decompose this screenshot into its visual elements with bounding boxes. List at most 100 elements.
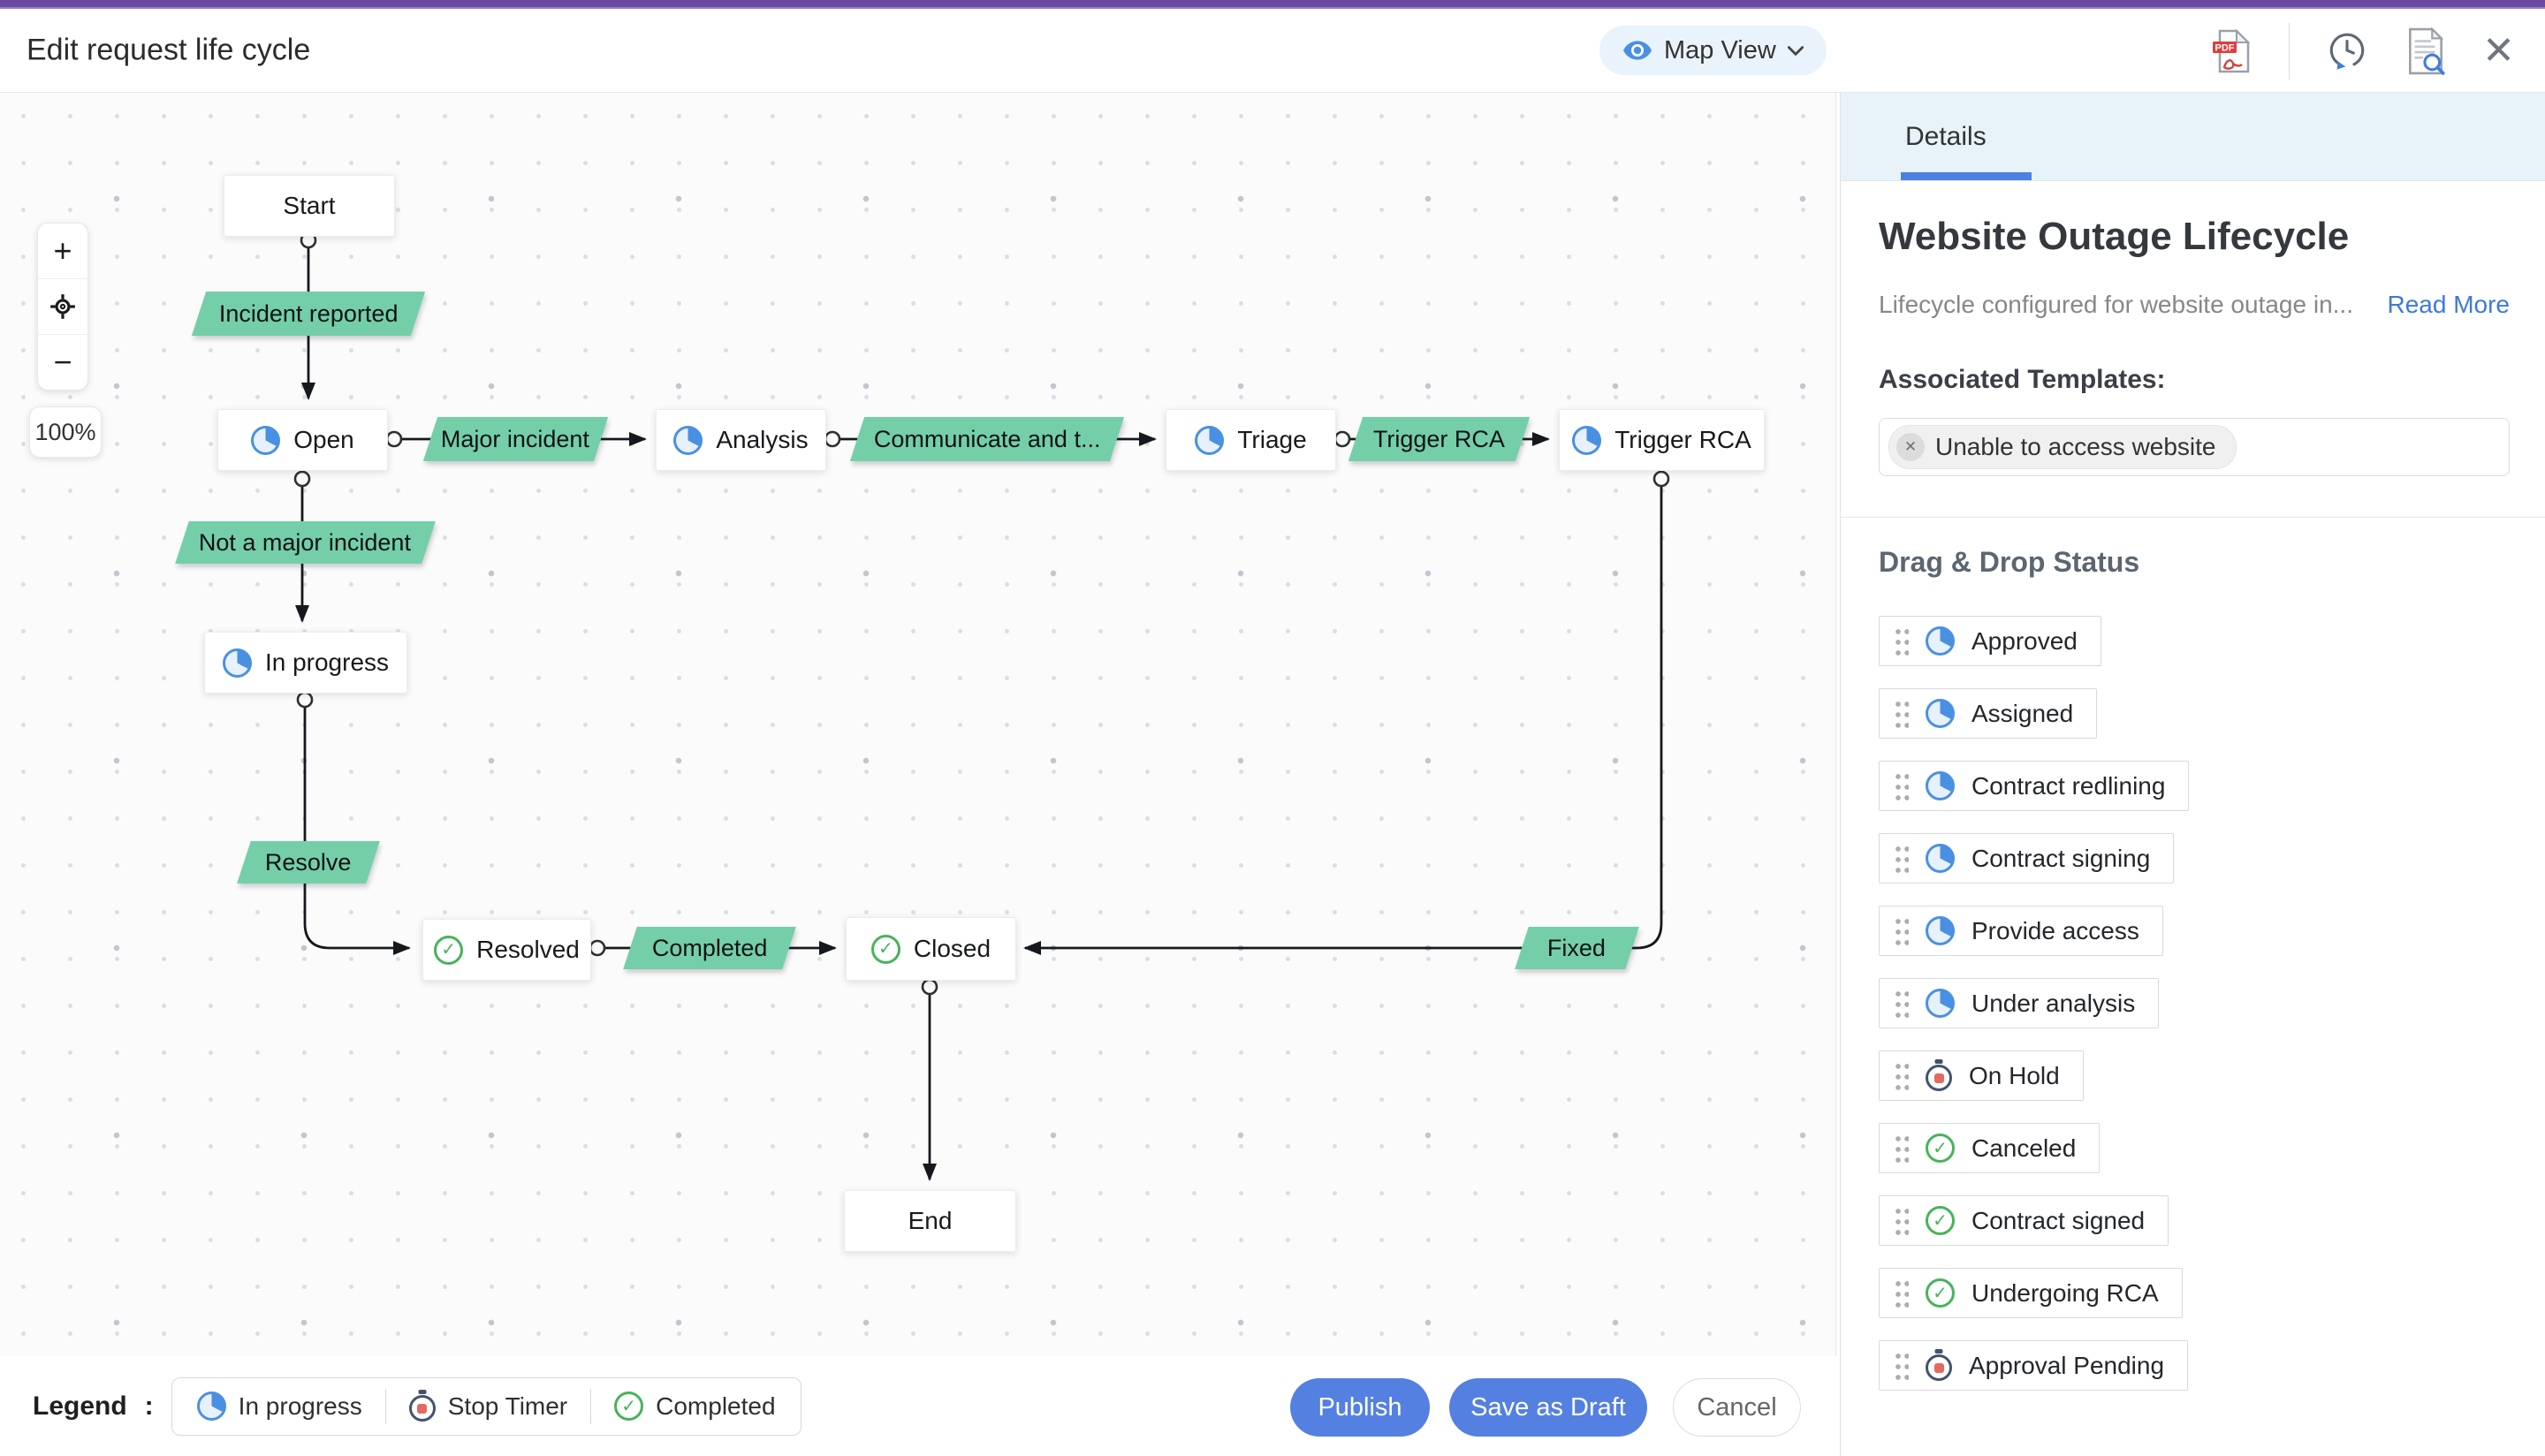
node-in-progress[interactable]: In progress [204,632,407,694]
template-chip-label: Unable to access website [1935,433,2216,460]
status-item-assigned[interactable]: Assigned [1879,688,2098,739]
transition-label: Fixed [1547,934,1607,961]
completed-icon: ✓ [1926,1134,1955,1163]
in-progress-icon [251,425,281,455]
drag-handle-icon[interactable] [1894,1060,1909,1091]
transition-label: Communicate and t... [873,425,1101,452]
drag-handle-icon[interactable] [1894,698,1909,729]
footer-bar: Legend : In progress Stop Timer ✓ Comple… [0,1356,1836,1456]
node-closed[interactable]: ✓ Closed [846,917,1016,981]
document-search-icon[interactable] [2404,27,2447,75]
transition-label: Completed [651,934,768,961]
stop-timer-icon [1926,1354,1952,1381]
drag-handle-icon[interactable] [1894,770,1909,801]
status-list: Approved Assigned Contract redlining Con… [1879,616,2510,1391]
drag-handle-icon[interactable] [1894,1278,1909,1308]
transition-fixed[interactable]: Fixed [1515,927,1639,969]
node-triage[interactable]: Triage [1166,409,1336,471]
template-chip[interactable]: ✕ Unable to access website [1888,425,2237,469]
legend-item-stop-timer: Stop Timer [408,1391,567,1422]
completed-icon: ✓ [614,1392,644,1421]
node-start[interactable]: Start [224,175,395,237]
drag-handle-icon[interactable] [1894,988,1909,1019]
fit-to-screen-button[interactable] [38,278,87,334]
tab-details[interactable]: Details [1905,122,1987,151]
status-item-approved[interactable]: Approved [1879,616,2101,666]
transition-incident-reported[interactable]: Incident reported [191,292,426,336]
associated-templates-field[interactable]: ✕ Unable to access website [1879,418,2510,476]
drag-handle-icon[interactable] [1894,915,1909,946]
legend-box: In progress Stop Timer ✓ Completed [171,1376,801,1436]
cancel-button[interactable]: Cancel [1673,1378,1801,1437]
status-label: Under analysis [1971,989,2136,1017]
transition-label: Incident reported [218,300,399,327]
completed-icon: ✓ [434,935,464,965]
status-label: Approval Pending [1969,1351,2165,1379]
drag-drop-status-heading: Drag & Drop Status [1879,546,2140,578]
drag-handle-icon[interactable] [1894,843,1909,874]
node-label: Trigger RCA [1614,426,1751,453]
drag-handle-icon[interactable] [1894,1350,1909,1381]
legend-item-in-progress: In progress [196,1392,362,1421]
status-item-contract-redlining[interactable]: Contract redlining [1879,761,2190,811]
stop-timer-icon [1926,1065,1952,1091]
status-item-contract-signed[interactable]: ✓ Contract signed [1879,1195,2169,1246]
close-icon[interactable]: ✕ [2482,28,2515,72]
flow-edges [293,231,1670,1181]
associated-templates-label: Associated Templates: [1879,365,2166,394]
crosshair-icon [50,294,75,319]
drag-handle-icon[interactable] [1894,1205,1909,1236]
legend-item-completed: ✓ Completed [614,1392,776,1421]
publish-button[interactable]: Publish [1290,1378,1430,1437]
panel-divider [1841,517,2545,518]
status-item-approval-pending[interactable]: Approval Pending [1879,1340,2189,1391]
pdf-export-icon[interactable]: PDF [2211,28,2253,74]
node-trigger-rca[interactable]: Trigger RCA [1559,409,1765,471]
status-item-on-hold[interactable]: On Hold [1879,1050,2084,1101]
status-item-canceled[interactable]: ✓ Canceled [1879,1123,2101,1173]
legend-item-label: In progress [238,1392,362,1420]
view-selector-label: Map View [1664,35,1776,64]
page-title: Edit request life cycle [27,33,311,67]
zoom-out-button[interactable]: − [38,334,87,390]
transition-resolve[interactable]: Resolve [237,841,380,883]
status-label: Undergoing RCA [1971,1278,2159,1307]
node-open[interactable]: Open [217,409,388,471]
transition-not-major-incident[interactable]: Not a major incident [175,521,436,564]
transition-label: Resolve [265,848,352,876]
status-item-under-analysis[interactable]: Under analysis [1879,978,2160,1028]
save-as-draft-button[interactable]: Save as Draft [1449,1378,1647,1437]
status-label: Approved [1971,626,2078,655]
svg-text:PDF: PDF [2215,42,2235,53]
status-item-provide-access[interactable]: Provide access [1879,906,2163,956]
in-progress-icon [1926,989,1955,1018]
transition-communicate[interactable]: Communicate and t... [849,417,1125,461]
status-item-contract-signing[interactable]: Contract signing [1879,833,2175,883]
legend-divider [384,1388,386,1424]
panel-body: Website Outage Lifecycle Lifecycle confi… [1841,215,2545,1391]
read-more-link[interactable]: Read More [2387,291,2510,318]
drag-handle-icon[interactable] [1894,1133,1909,1164]
header-actions: PDF [2211,9,2515,93]
node-end[interactable]: End [844,1190,1016,1252]
panel-tabs: Details [1841,93,2545,181]
zoom-in-button[interactable]: + [53,232,72,269]
workflow-canvas[interactable]: Start Open Analysis Triage Trigger RCA I… [0,93,1836,1356]
transition-trigger-rca[interactable]: Trigger RCA [1348,417,1531,461]
close-circle-icon[interactable]: ✕ [1896,433,1925,461]
transition-major-incident[interactable]: Major incident [422,417,609,461]
drag-handle-icon[interactable] [1894,626,1909,656]
view-selector[interactable]: Map View [1599,26,1827,75]
legend-label: Legend [33,1391,127,1421]
completed-icon: ✓ [870,934,900,964]
node-resolved[interactable]: ✓ Resolved [422,919,591,981]
transition-completed[interactable]: Completed [623,927,796,969]
node-analysis[interactable]: Analysis [656,409,826,471]
status-label: Provide access [1971,916,2139,944]
status-item-undergoing-rca[interactable]: ✓ Undergoing RCA [1879,1268,2183,1318]
legend-item-label: Completed [656,1392,776,1420]
node-label: Analysis [716,426,809,453]
history-icon[interactable] [2325,29,2369,73]
header-divider [2289,22,2290,80]
